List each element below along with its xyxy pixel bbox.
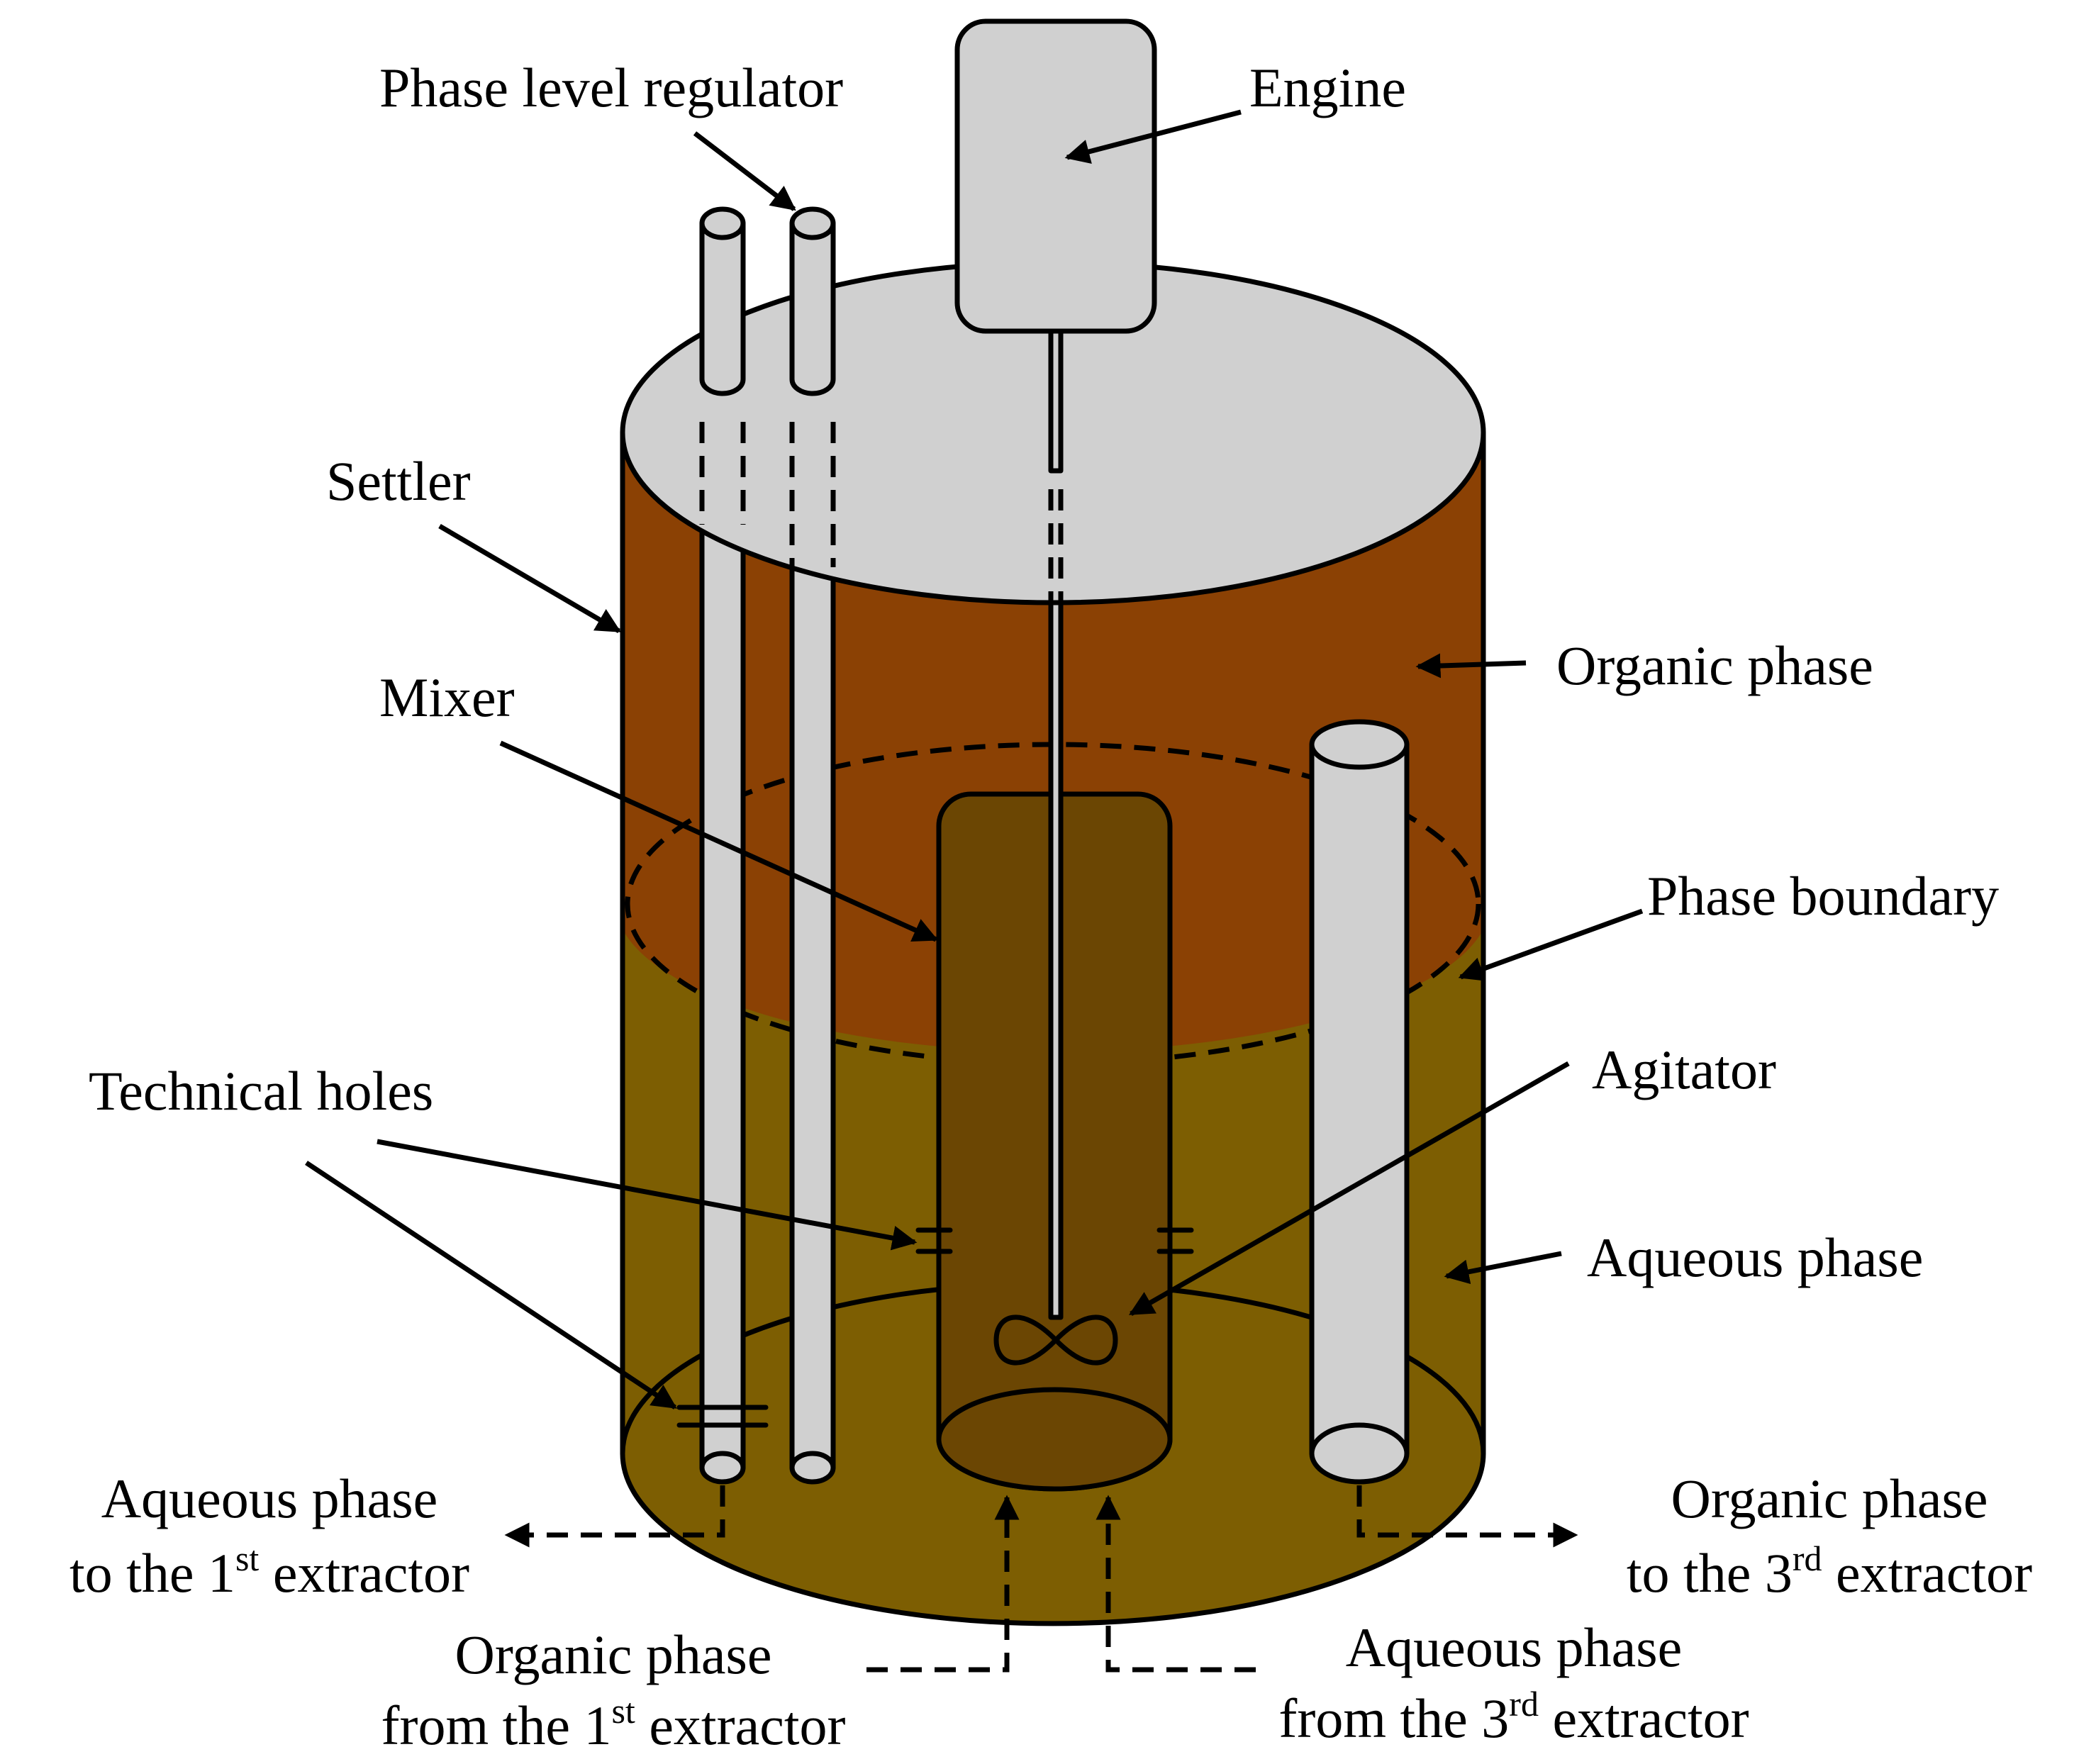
- svg-text:from the 3rd extractor: from the 3rd extractor: [1278, 1684, 1749, 1749]
- label-pointers: [305, 109, 1644, 1409]
- regulator-tube-tops: [699, 206, 836, 396]
- agitator-blade: [993, 1314, 1118, 1366]
- label-aqueous-phase: Aqueous phase: [1587, 1227, 1923, 1288]
- svg-text:Organic phase: Organic phase: [455, 1624, 772, 1685]
- label-phase-boundary: Phase boundary: [1647, 865, 1999, 927]
- label-organic-phase: Organic phase: [1556, 635, 1873, 696]
- label-organic-from-1st-extractor: Organic phase from the 1st extractor: [381, 1624, 846, 1756]
- svg-text:Aqueous phase: Aqueous phase: [1346, 1617, 1682, 1678]
- flow-lines: [504, 1485, 1578, 1673]
- label-mixer: Mixer: [379, 666, 515, 728]
- svg-text:to the 3rd extractor: to the 3rd extractor: [1627, 1539, 2032, 1604]
- svg-text:from the 1st extractor: from the 1st extractor: [381, 1691, 846, 1756]
- svg-text:to the 1st extractor: to the 1st extractor: [69, 1539, 469, 1604]
- svg-text:Aqueous phase: Aqueous phase: [101, 1468, 437, 1529]
- label-settler: Settler: [326, 450, 471, 512]
- label-engine: Engine: [1249, 57, 1406, 118]
- label-phase-level-regulator: Phase level regulator: [379, 57, 843, 118]
- organic-outlet-tube: [1309, 719, 1410, 1485]
- engine-shaft: [1048, 328, 1064, 474]
- engine-box: [954, 18, 1157, 334]
- svg-text:Organic phase: Organic phase: [1671, 1468, 1988, 1529]
- label-aqueous-from-3rd-extractor: Aqueous phase from the 3rd extractor: [1278, 1617, 1749, 1749]
- label-agitator: Agitator: [1592, 1039, 1776, 1100]
- label-organic-to-3rd-extractor: Organic phase to the 3rd extractor: [1627, 1468, 2032, 1604]
- label-technical-holes: Technical holes: [89, 1060, 433, 1122]
- label-aqueous-to-1st-extractor: Aqueous phase to the 1st extractor: [69, 1468, 469, 1604]
